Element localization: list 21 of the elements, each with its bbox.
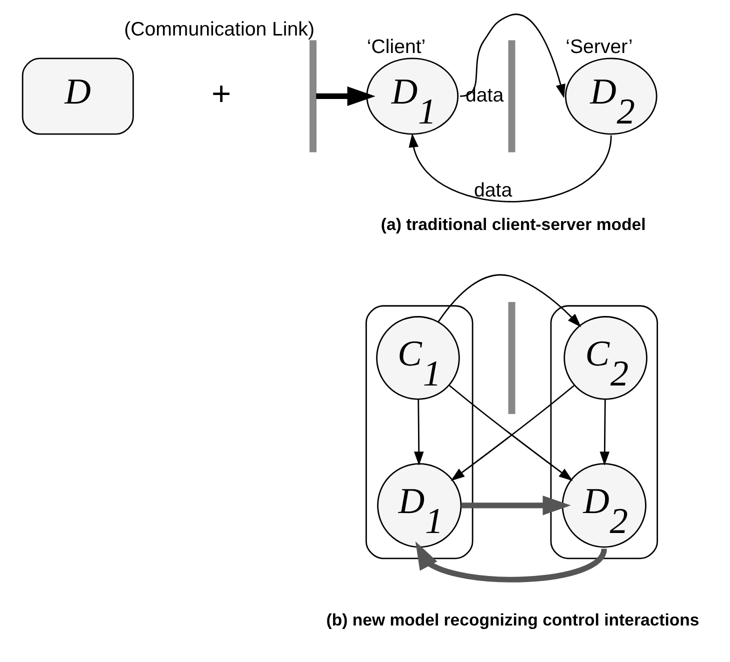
node-box: D (21, 58, 134, 135)
cluster (550, 305, 658, 560)
node-bar (508, 302, 515, 414)
arrow (437, 274, 581, 328)
node-bar (508, 40, 515, 152)
edge-label: data (473, 179, 512, 202)
arrow (599, 398, 610, 466)
node-label: (Communication Link) (124, 18, 314, 41)
arrow (459, 14, 565, 98)
cluster (365, 305, 473, 560)
node-label: ‘Client’ (366, 36, 426, 58)
label: (b) new model recognizing control interactions (326, 610, 699, 630)
edge-label: data (465, 84, 504, 107)
label: (a) traditional client-server model (380, 215, 646, 234)
arrow (460, 496, 570, 516)
label: + (211, 76, 231, 113)
arrow (413, 398, 424, 466)
node-label: ‘Server’ (565, 36, 632, 58)
arrow (408, 133, 612, 202)
node-bar (309, 40, 316, 152)
arrow (316, 86, 375, 106)
